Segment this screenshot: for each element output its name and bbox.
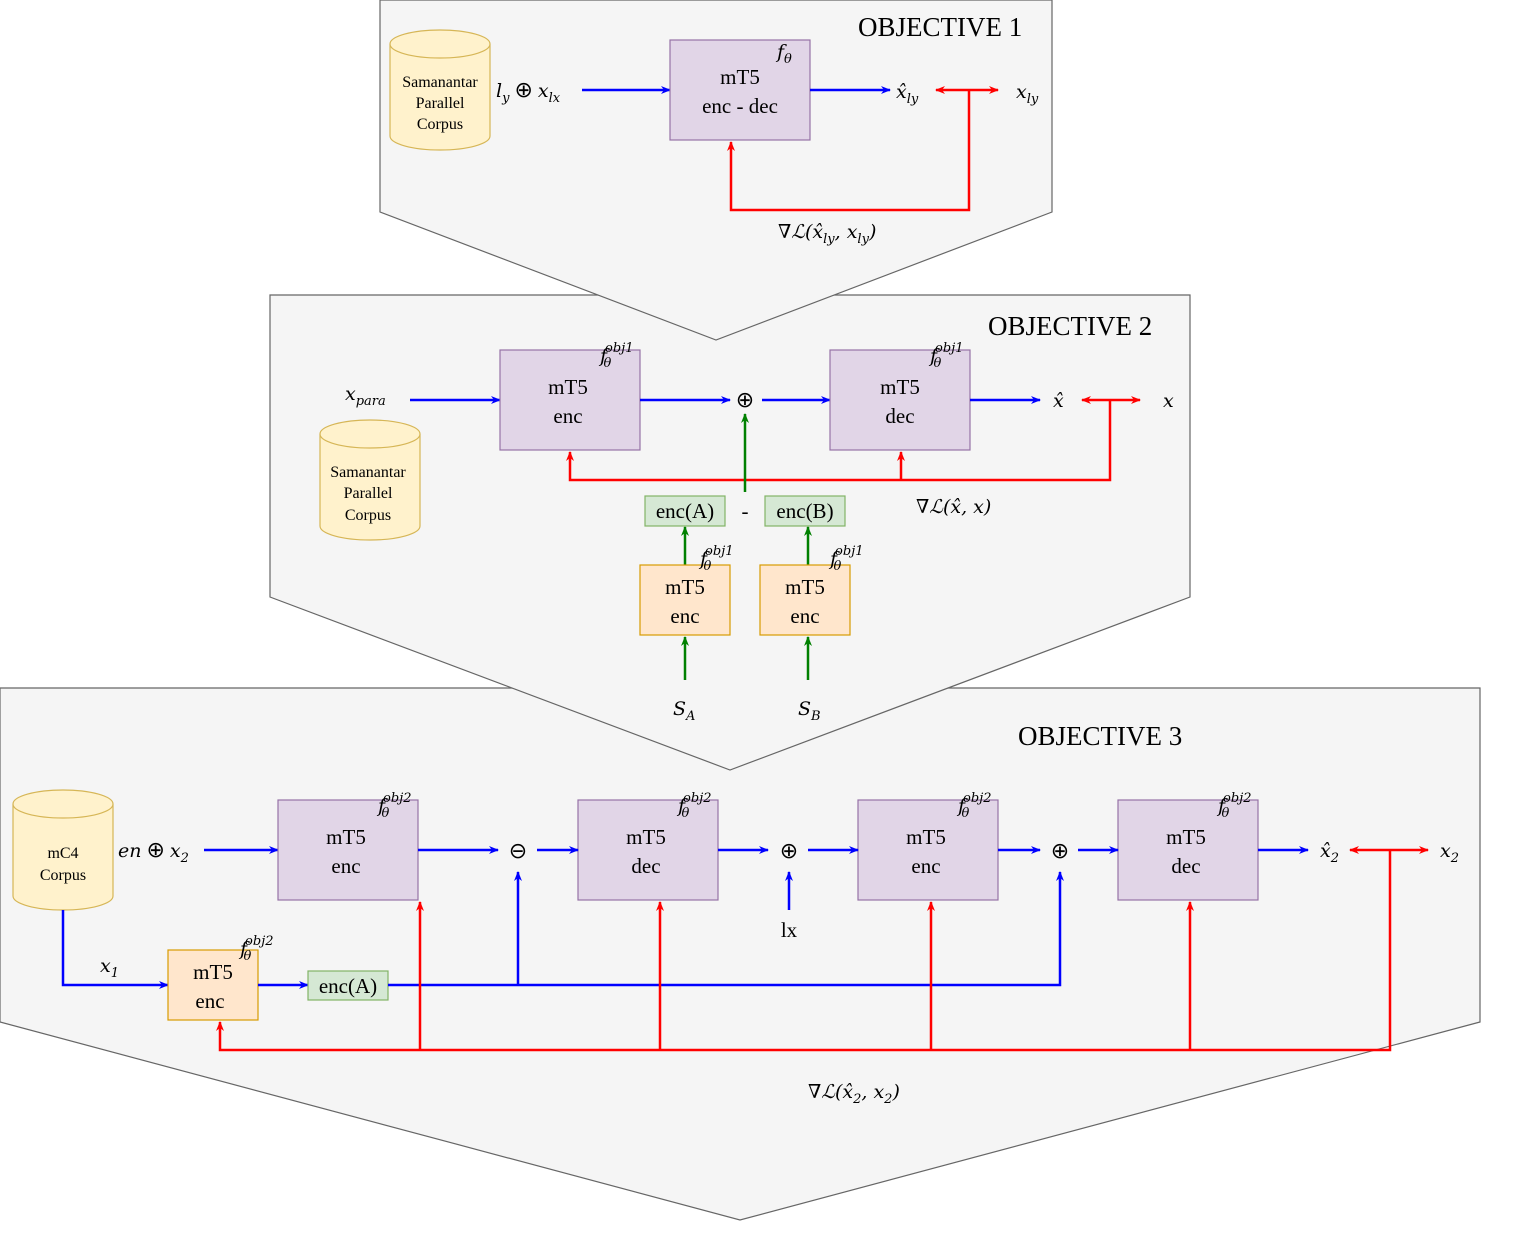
- box-line1: mT5: [1166, 825, 1206, 849]
- objective2-title: OBJECTIVE 2: [988, 311, 1152, 341]
- objective3-target-label: x2: [1440, 840, 1459, 866]
- objective3-lx-label: lx: [781, 918, 798, 942]
- box-line2: dec: [631, 854, 660, 878]
- objective1-panel: [379, 0, 1053, 341]
- box-rect: [1117, 799, 1259, 901]
- objective3-plus2-operator: ⊕: [1051, 839, 1069, 864]
- box-rect: [577, 799, 719, 901]
- objective2-gradient-path: [566, 400, 1112, 482]
- objective2-plus-operator: ⊕: [736, 388, 754, 413]
- objective3-corpus-cylinder: mC4 Corpus: [12, 789, 114, 911]
- corpus-label-line2: Parallel: [416, 95, 465, 112]
- corpus-label-line3: Corpus: [345, 507, 391, 524]
- objective3-x1-label: x1: [100, 955, 119, 981]
- box-line1: mT5: [880, 375, 920, 399]
- objective3-corpus-to-side-enc: [61, 910, 169, 989]
- corpus-label-line1: Samanantar: [402, 74, 478, 91]
- objective1-target-label: xly: [1016, 81, 1039, 107]
- box-line2: enc - dec: [702, 94, 778, 118]
- encA-label: enc(A): [656, 499, 714, 523]
- objective1-title: OBJECTIVE 1: [858, 12, 1022, 42]
- objective2-corpus-cylinder: Samanantar Parallel Corpus: [319, 419, 421, 541]
- objective2-loss-label: ∇ℒ(x̂, x): [916, 496, 991, 518]
- objective3-loss-label: ∇ℒ(x̂2, x2): [808, 1081, 900, 1107]
- box-line1: mT5: [548, 375, 588, 399]
- box-line2: enc: [195, 989, 224, 1013]
- corpus-label-line1: mC4: [47, 845, 78, 862]
- box-line2: enc: [911, 854, 940, 878]
- box-line2: enc: [670, 604, 699, 628]
- objective2-sA-label: SA: [673, 698, 695, 724]
- corpus-label-line3: Corpus: [417, 116, 463, 133]
- objective1-output-label: x̂ly: [896, 81, 919, 107]
- box-line2: enc: [331, 854, 360, 878]
- box-line1: mT5: [665, 575, 705, 599]
- box-rect: [277, 799, 419, 901]
- objective2-input-label: xpara: [345, 383, 386, 409]
- box-line2: enc: [790, 604, 819, 628]
- objective1-corpus-cylinder: Samanantar Parallel Corpus: [389, 29, 491, 151]
- objective2-minus: -: [742, 499, 749, 523]
- box-line1: mT5: [906, 825, 946, 849]
- encA-label: enc(A): [319, 974, 377, 998]
- box-line2: dec: [1171, 854, 1200, 878]
- objective1-input-label: ly⊕xlx: [496, 78, 561, 106]
- objective2-target-label: x: [1163, 390, 1174, 412]
- corpus-label-line2: Parallel: [344, 485, 393, 502]
- objective1-mt5-encdec-box: mT5 enc - dec fθ: [669, 39, 811, 141]
- objective3-output-label: x̂2: [1320, 840, 1339, 866]
- box-function-label: fθ: [775, 41, 792, 67]
- box-line1: mT5: [193, 960, 233, 984]
- encB-label: enc(B): [776, 499, 833, 523]
- objective3-encA-box: enc(A): [307, 970, 389, 1001]
- objective2-output-label: x̂: [1053, 390, 1064, 412]
- objective3-input-label: en⊕x2: [118, 838, 189, 866]
- box-line1: mT5: [785, 575, 825, 599]
- objective1-loss-label: ∇ℒ(x̂ly, xly): [778, 221, 876, 247]
- box-line2: enc: [553, 404, 582, 428]
- box-line2: dec: [885, 404, 914, 428]
- corpus-label-line1: Samanantar: [330, 464, 406, 481]
- objective1-gradient-path: [727, 90, 971, 212]
- box-line1: mT5: [720, 65, 760, 89]
- box-rect: [857, 799, 999, 901]
- objective3-title: OBJECTIVE 3: [1018, 721, 1182, 751]
- objective3-plus1-operator: ⊕: [780, 839, 798, 864]
- corpus-label-line2: Corpus: [40, 867, 86, 884]
- objective3-minus-operator: ⊖: [509, 839, 527, 864]
- objective3-encA-line: [388, 871, 1064, 987]
- objective3-gradient-path: [216, 850, 1392, 1052]
- objective2-encA-box: enc(A): [644, 495, 726, 527]
- objective2-encB-box: enc(B): [764, 495, 846, 527]
- box-line1: mT5: [626, 825, 666, 849]
- objective2-sB-label: SB: [798, 698, 821, 724]
- box-line1: mT5: [326, 825, 366, 849]
